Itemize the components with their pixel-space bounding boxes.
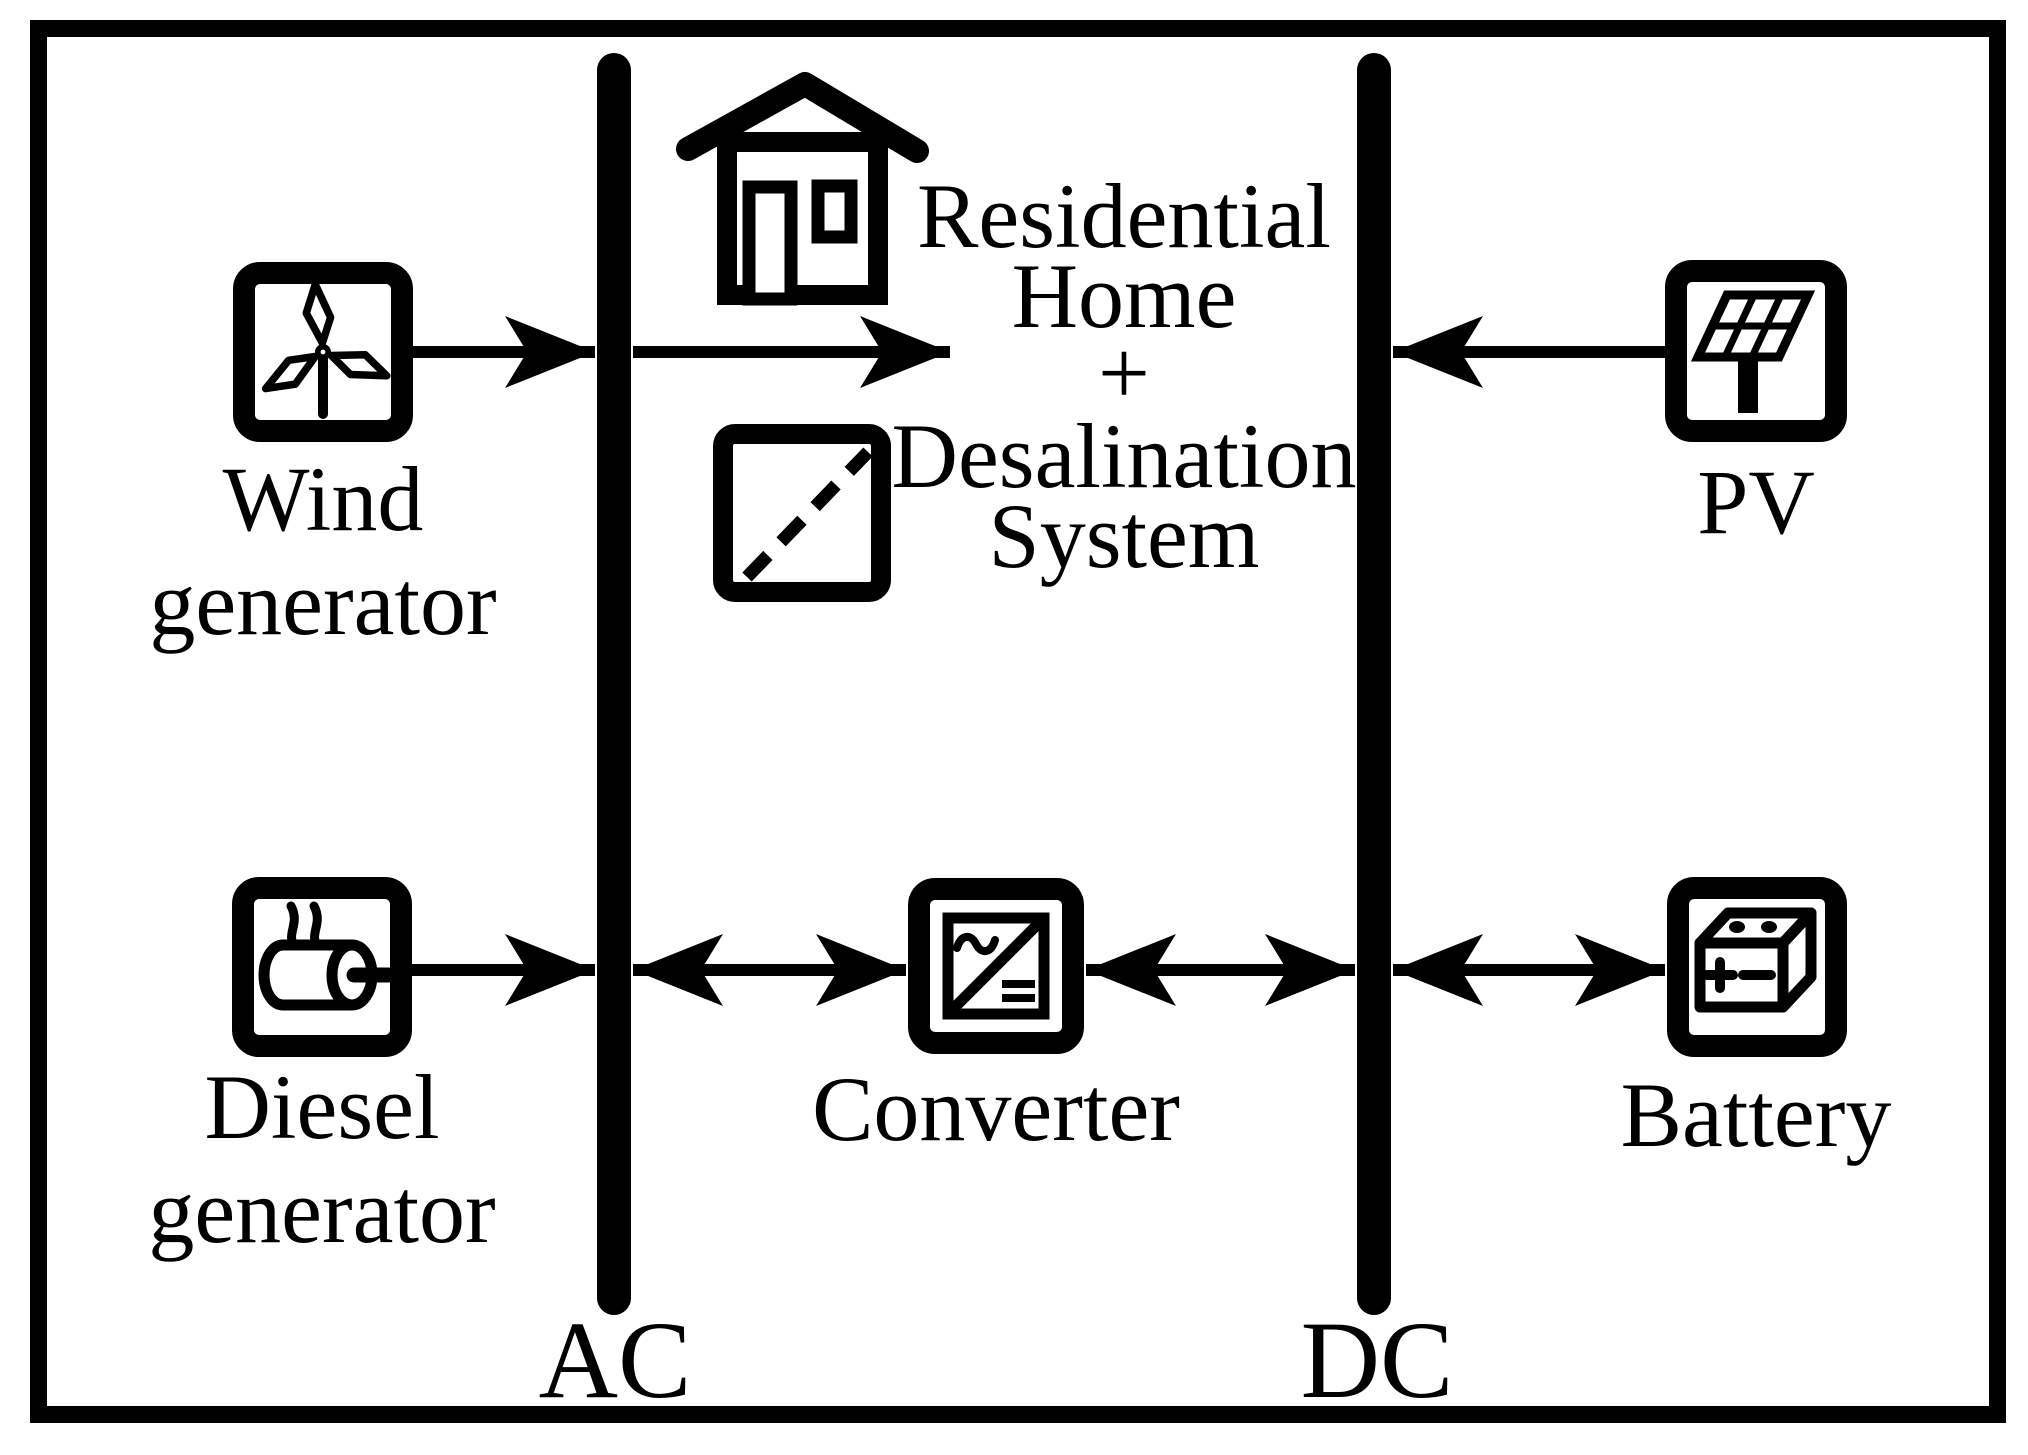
- diesel-generator-label-line2: generator: [148, 1160, 495, 1262]
- load-label-line2: Home: [1012, 245, 1237, 347]
- house-door: [742, 180, 798, 306]
- converter-icon: [942, 912, 1050, 1020]
- battery-node: Battery: [1621, 877, 1892, 1166]
- wind-generator-node: Wind generator: [149, 262, 497, 654]
- pv-node: PV: [1665, 260, 1847, 553]
- wind-generator-label-line2: generator: [149, 552, 496, 654]
- diesel-engine-icon: [258, 901, 400, 1011]
- load-label-line1: Residential: [917, 165, 1331, 267]
- wind-generator-label-line1: Wind: [223, 448, 424, 550]
- desalination-icon: [713, 424, 891, 602]
- load-label-line4: Desalination: [892, 405, 1357, 507]
- battery-icon: [1694, 907, 1817, 1013]
- pv-label: PV: [1697, 451, 1815, 553]
- load-label-line3: +: [1098, 322, 1150, 424]
- dc-bus-label: DC: [1301, 1299, 1454, 1421]
- diesel-generator-label-line1: Diesel: [204, 1056, 439, 1158]
- wind-turbine-icon: [261, 280, 391, 419]
- ac-bus-label: AC: [539, 1299, 692, 1421]
- solar-panel-icon: [1690, 290, 1816, 413]
- converter-node: Converter: [812, 878, 1180, 1160]
- house-icon: [676, 72, 929, 306]
- converter-label: Converter: [812, 1058, 1180, 1160]
- diagram-border: [30, 20, 2006, 1423]
- battery-label: Battery: [1621, 1064, 1892, 1166]
- house-window: [811, 179, 858, 244]
- diesel-generator-node: Diesel generator: [148, 877, 496, 1262]
- load-node: Residential Home + Desalination System: [676, 72, 1357, 602]
- load-label-line5: System: [989, 485, 1260, 587]
